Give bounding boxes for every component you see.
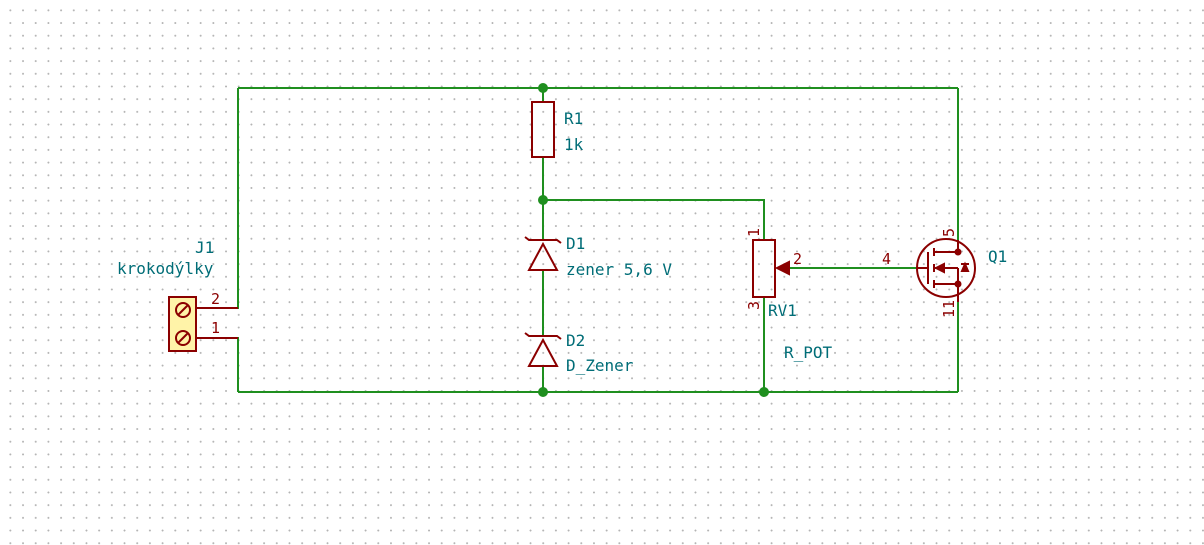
zener-bar (524, 236, 562, 244)
zener-diode-d2[interactable]: D2 D_Zener (524, 331, 634, 375)
diode-triangle (527, 241, 559, 271)
junction-dot (759, 387, 769, 397)
screw-icon (175, 330, 191, 346)
j1-pin-1: 1 (211, 319, 220, 337)
d2-value: D_Zener (566, 356, 634, 375)
j1-ref: J1 (195, 238, 214, 257)
junction-dot (538, 387, 548, 397)
rv1-pin-3: 3 (745, 301, 763, 310)
d2-ref: D2 (566, 331, 585, 350)
rv1-ref: RV1 (768, 301, 797, 320)
zener-bar (524, 332, 562, 340)
potentiometer-rv1[interactable]: 1 2 3 RV1 R_POT (745, 228, 833, 362)
d1-value: zener 5,6 V (566, 260, 672, 279)
diode-mark (960, 261, 970, 272)
q1-pin-11: 11 (940, 300, 958, 318)
resistor-body (531, 101, 555, 158)
junction-dot (538, 195, 548, 205)
q1-pin-5: 5 (940, 228, 958, 237)
diode-triangle (527, 337, 559, 367)
r1-value: 1k (564, 135, 584, 154)
r1-ref: R1 (564, 109, 583, 128)
mosfet-circle (916, 238, 976, 298)
connector-body (168, 296, 197, 352)
j1-value: krokodýlky (117, 259, 214, 278)
rv1-value: R_POT (784, 343, 833, 362)
body-arrow (933, 262, 945, 274)
q1-pin-4: 4 (882, 250, 891, 268)
resistor-r1[interactable]: R1 1k (531, 101, 584, 158)
screw-icon (175, 302, 191, 318)
junctions (538, 83, 769, 397)
pin-dot (954, 280, 962, 288)
junction-dot (538, 83, 548, 93)
rv1-pin-2: 2 (793, 250, 802, 268)
d1-ref: D1 (566, 234, 585, 253)
j1-pin-2: 2 (211, 290, 220, 308)
wiper-arrow (774, 260, 790, 276)
q1-ref: Q1 (988, 247, 1007, 266)
rv1-pin-1: 1 (745, 228, 763, 237)
screw-slot (177, 332, 189, 344)
screw-slot (177, 304, 189, 316)
zener-diode-d1[interactable]: D1 zener 5,6 V (524, 234, 672, 279)
mosfet-q1[interactable]: 4 5 11 Q1 (882, 228, 1007, 318)
wire-to-rv1[interactable] (543, 199, 765, 240)
wires (200, 87, 959, 393)
wire-left-bottom[interactable] (200, 337, 239, 392)
pot-body (752, 239, 776, 298)
pin-dot (954, 248, 962, 256)
connector-j1[interactable]: J1 krokodýlky 2 1 (117, 238, 238, 352)
